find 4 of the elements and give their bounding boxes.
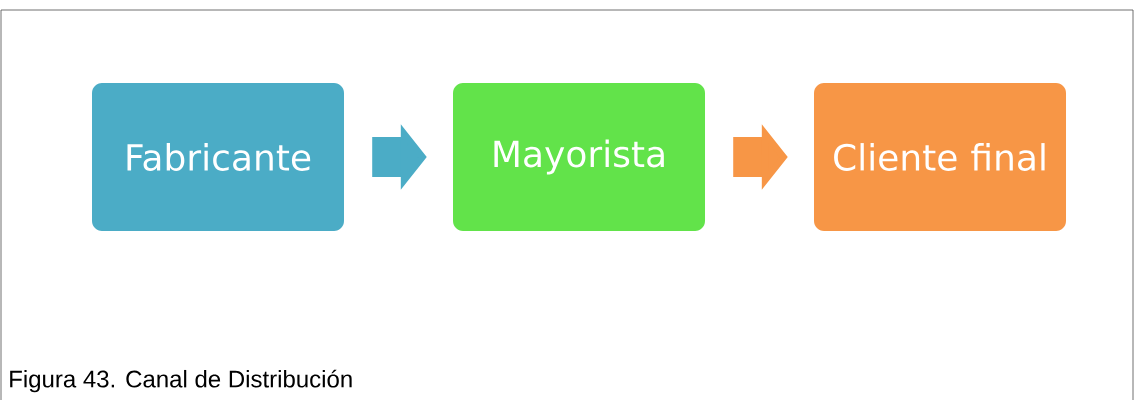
process-box: Fabricante (92, 83, 344, 231)
figure-caption: Figura 43. Canal de Distribución (10, 369, 352, 393)
process-box: Cliente final (814, 83, 1066, 231)
process-box: Mayorista (453, 83, 705, 231)
